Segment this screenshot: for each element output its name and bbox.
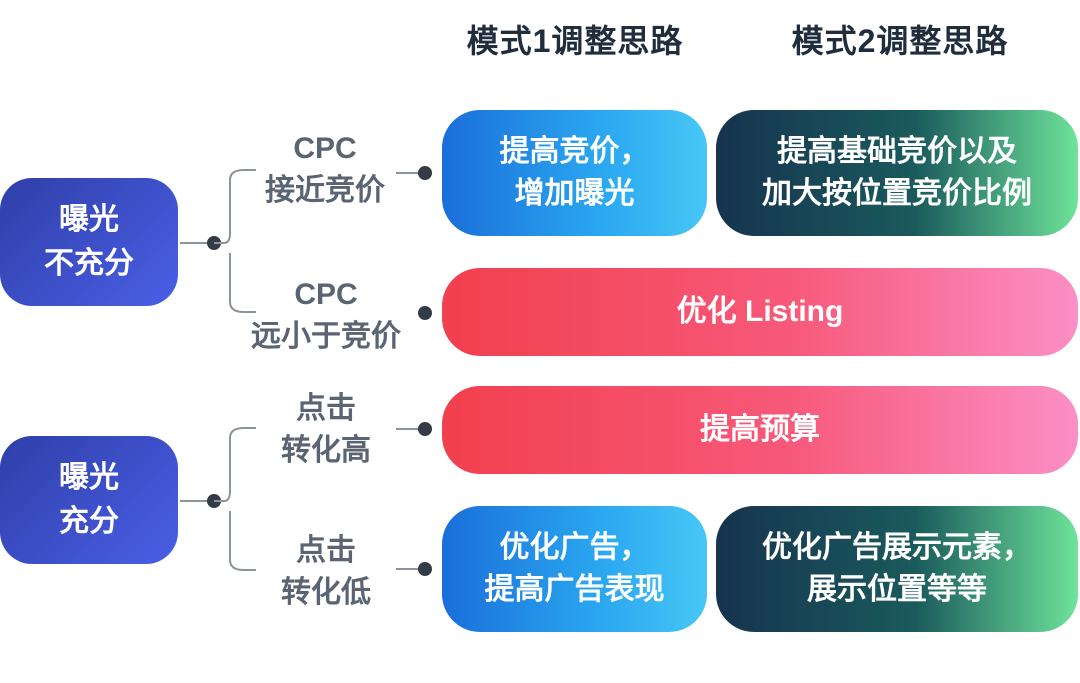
optimize-listing-box: 优化 Listing [442, 268, 1078, 356]
root-node-exposure-insufficient: 曝光 不充分 [0, 178, 178, 306]
connector-line [396, 172, 426, 174]
root-line-2: 不充分 [44, 247, 134, 280]
connector-dot [418, 166, 432, 180]
condition-cpc-below-bid: CPC 远小于竞价 [232, 274, 420, 358]
connector-dot [418, 562, 432, 576]
connector-line [180, 500, 214, 502]
condition-line-1: CPC [293, 132, 357, 165]
connector-line [396, 568, 426, 570]
condition-line-2: 接近竞价 [265, 174, 385, 207]
box-line-1: 优化广告展示元素， [762, 531, 1032, 564]
box-text: 提高预算 [700, 413, 820, 446]
box-text: 优化 Listing [676, 295, 844, 328]
box-line-2: 加大按位置竞价比例 [762, 177, 1032, 210]
condition-line-2: 远小于竞价 [251, 320, 401, 353]
connector-line [180, 242, 214, 244]
header-mode1: 模式1调整思路 [466, 23, 684, 59]
box-line-1: 优化广告， [499, 531, 650, 564]
connector-dot [418, 306, 432, 320]
mode1-optimize-ads-box: 优化广告， 提高广告表现 [442, 506, 707, 632]
branch-brace [214, 427, 256, 571]
condition-line-2: 转化高 [281, 434, 371, 467]
root-line-1: 曝光 [59, 203, 119, 236]
condition-line-1: 点击 [296, 534, 356, 567]
box-line-2: 提高广告表现 [484, 573, 665, 606]
box-line-1: 提高竞价， [499, 135, 650, 168]
box-line-2: 增加曝光 [514, 177, 635, 210]
box-line-1: 提高基础竞价以及 [777, 135, 1017, 168]
condition-click-conversion-high: 点击 转化高 [256, 388, 396, 472]
condition-cpc-near-bid: CPC 接近竞价 [240, 128, 410, 212]
raise-budget-box: 提高预算 [442, 386, 1078, 474]
header-mode2: 模式2调整思路 [791, 23, 1009, 59]
condition-line-2: 转化低 [281, 576, 371, 609]
root-line-1: 曝光 [59, 461, 119, 494]
root-node-exposure-sufficient: 曝光 充分 [0, 436, 178, 564]
branch-brace [214, 169, 256, 313]
mode1-raise-bid-box: 提高竞价， 增加曝光 [442, 110, 707, 236]
connector-dot [418, 422, 432, 436]
connector-line [396, 428, 426, 430]
condition-line-1: 点击 [296, 392, 356, 425]
condition-line-1: CPC [294, 278, 358, 311]
mode2-raise-base-bid-box: 提高基础竞价以及 加大按位置竞价比例 [716, 110, 1078, 236]
root-line-2: 充分 [59, 505, 119, 538]
box-line-2: 展示位置等等 [807, 573, 987, 606]
mode2-optimize-ad-elements-box: 优化广告展示元素， 展示位置等等 [716, 506, 1078, 632]
condition-click-conversion-low: 点击 转化低 [256, 530, 396, 614]
